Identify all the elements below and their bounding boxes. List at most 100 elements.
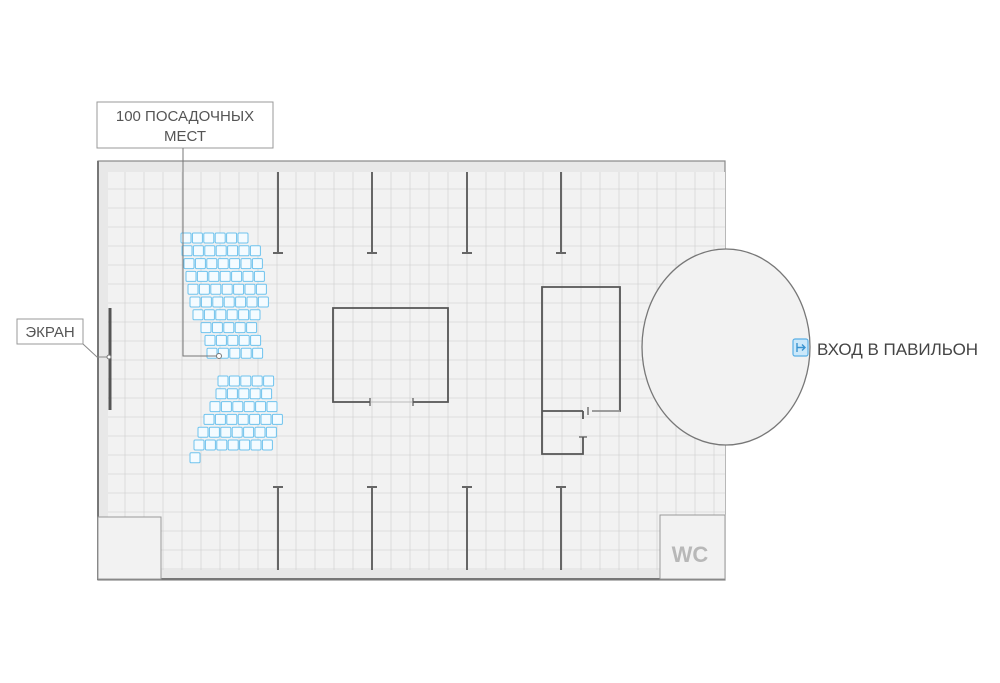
seat — [203, 413, 215, 425]
seat — [194, 258, 206, 270]
seat — [237, 232, 249, 244]
seat — [227, 334, 239, 346]
seat — [252, 347, 264, 359]
seat — [249, 413, 261, 425]
seat — [238, 334, 250, 346]
seat — [211, 322, 223, 334]
seat — [266, 401, 278, 413]
seat — [223, 322, 235, 334]
seat — [240, 347, 252, 359]
seat — [231, 270, 243, 282]
seat — [255, 283, 267, 295]
seat — [255, 401, 267, 413]
seat — [244, 283, 256, 295]
seat — [243, 426, 255, 438]
seat — [249, 388, 261, 400]
partitions-top — [273, 172, 566, 254]
seat — [238, 309, 250, 321]
seat — [237, 413, 249, 425]
seat — [239, 439, 251, 451]
seat — [187, 283, 199, 295]
seat — [192, 309, 204, 321]
seating-area — [180, 232, 283, 464]
seat — [235, 296, 247, 308]
seats-label-line2: МЕСТ — [164, 128, 206, 145]
seat — [226, 413, 238, 425]
seat — [208, 426, 220, 438]
right-room — [541, 286, 621, 455]
seat — [251, 375, 263, 387]
seat — [214, 413, 226, 425]
seat — [181, 245, 193, 257]
seat — [217, 375, 229, 387]
seat — [217, 258, 229, 270]
seat — [189, 296, 201, 308]
seat — [238, 388, 250, 400]
seat — [246, 296, 258, 308]
seat — [238, 245, 250, 257]
seat — [192, 245, 204, 257]
seat — [260, 413, 272, 425]
seat — [250, 334, 262, 346]
seat — [226, 232, 238, 244]
seat — [249, 309, 261, 321]
door-enter-icon[interactable] — [792, 338, 809, 357]
seat — [227, 439, 239, 451]
seat — [234, 322, 246, 334]
seat — [229, 258, 241, 270]
seat — [240, 375, 252, 387]
seat — [250, 439, 262, 451]
seat — [198, 283, 210, 295]
seat — [243, 401, 255, 413]
seat — [197, 426, 209, 438]
seat — [261, 439, 273, 451]
seat — [265, 426, 277, 438]
seats-callout: 100 ПОСАДОЧНЫХ МЕСТ — [96, 101, 274, 359]
seat — [249, 245, 261, 257]
screen-label: ЭКРАН — [25, 324, 74, 341]
seat — [226, 388, 238, 400]
seat — [220, 426, 232, 438]
floor-area — [108, 172, 725, 570]
seat — [196, 270, 208, 282]
entrance-label: ВХОД В ПАВИЛЬОН — [817, 340, 978, 359]
seat — [240, 258, 252, 270]
partitions-bottom — [273, 486, 566, 570]
wc-room — [659, 514, 726, 580]
seat — [204, 334, 216, 346]
seat — [206, 258, 218, 270]
seat — [219, 270, 231, 282]
seat — [226, 309, 238, 321]
seat — [257, 296, 269, 308]
seat — [206, 347, 218, 359]
seat — [191, 232, 203, 244]
seat — [242, 270, 254, 282]
seat — [229, 347, 241, 359]
seat — [246, 322, 258, 334]
seat — [214, 232, 226, 244]
seat — [200, 296, 212, 308]
seat — [212, 296, 224, 308]
wc-label: WC — [672, 542, 709, 567]
seat — [261, 388, 273, 400]
seat — [223, 296, 235, 308]
seat — [204, 439, 216, 451]
seat — [228, 375, 240, 387]
seat — [271, 413, 283, 425]
seat — [183, 258, 195, 270]
seat — [253, 270, 265, 282]
seat — [209, 401, 221, 413]
seat — [215, 245, 227, 257]
seat — [254, 426, 266, 438]
central-room — [332, 307, 449, 406]
seat — [189, 452, 201, 464]
seat — [185, 270, 197, 282]
seat — [263, 375, 275, 387]
seat — [220, 401, 232, 413]
seat — [232, 401, 244, 413]
seat — [227, 245, 239, 257]
seat — [221, 283, 233, 295]
seat — [215, 309, 227, 321]
seat — [193, 439, 205, 451]
seat — [210, 283, 222, 295]
